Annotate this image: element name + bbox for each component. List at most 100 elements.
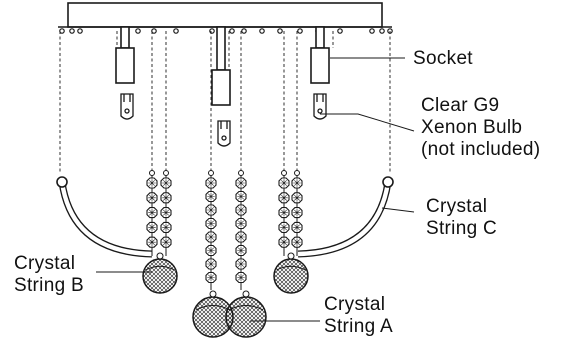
crystal-bead (278, 207, 290, 219)
canopy-hook (369, 28, 375, 34)
canopy-hook (259, 28, 265, 34)
ball-cap (209, 290, 217, 298)
crystal-bead (146, 207, 158, 219)
crystal-bead (146, 221, 158, 233)
ball-cap (156, 252, 164, 260)
crystal-ball-a-right (225, 290, 267, 338)
socket-group (115, 26, 330, 106)
g9-bulb (120, 93, 134, 120)
crystal-bead (205, 244, 217, 257)
crystal-bead (205, 177, 217, 189)
g9-bulb (313, 93, 327, 120)
crystal-arc-b (56, 176, 153, 258)
strand-hook (281, 170, 287, 176)
crystal-strand (235, 170, 247, 290)
socket (310, 47, 330, 84)
crystal-bead (235, 217, 247, 230)
canopy-hook (69, 28, 75, 34)
crystal-bead (235, 271, 247, 284)
crystal-bead (278, 192, 290, 204)
crystal-bead (291, 236, 303, 248)
crystal-bead (160, 192, 172, 204)
crystal-bead (205, 204, 217, 216)
crystal-bead (278, 236, 290, 248)
crystal-bead (146, 192, 158, 204)
crystal-bead (235, 231, 247, 243)
crystal-bead (205, 271, 217, 284)
strand-hook (238, 170, 244, 176)
strand-hook (149, 170, 155, 176)
crystal-bead (146, 177, 158, 189)
crystal-bead (160, 177, 172, 189)
canopy-hook (277, 28, 283, 34)
crystal-strand (205, 170, 217, 290)
string-c-leader (381, 207, 415, 213)
crystal-bead (160, 207, 172, 219)
crystal-bead (291, 221, 303, 233)
label-leader-lines (96, 57, 415, 322)
crystal-string-c-label: Crystal String C (426, 196, 498, 239)
canopy-hook (379, 28, 385, 34)
crystal-bead (235, 258, 247, 270)
crystal-bead (205, 217, 217, 230)
canopy-hook (135, 28, 141, 34)
crystal-bead (291, 207, 303, 219)
crystal-bead (160, 236, 172, 248)
crystal-ball-c (273, 252, 309, 294)
crystal-bead (235, 190, 247, 203)
crystal-ball-group (142, 252, 309, 338)
crystal-strand (160, 170, 172, 256)
crystal-bead (291, 177, 303, 189)
g9-bulb (217, 120, 231, 147)
ceiling-canopy (58, 2, 392, 28)
crystal-bead (291, 192, 303, 204)
socket-stem (315, 26, 325, 49)
crystal-bead (160, 221, 172, 233)
canopy-hook (229, 28, 235, 34)
crystal-string-b-label: Crystal String B (14, 253, 84, 296)
crystal-ball-b (142, 252, 178, 294)
canopy-hook (59, 28, 65, 34)
crystal-arc-c (297, 176, 394, 258)
g9-bulb-group (120, 93, 327, 147)
crystal-strand (146, 170, 158, 256)
crystal-bead (235, 204, 247, 216)
canopy-hook (241, 28, 247, 34)
crystal-bead (278, 177, 290, 189)
canopy-hook (77, 28, 83, 34)
crystal-bead (146, 236, 158, 248)
crystal-strand (278, 170, 290, 256)
canopy-hook (173, 28, 179, 34)
crystal-bead (278, 221, 290, 233)
crystal-arc-group (56, 176, 394, 258)
crystal-string-a-label: Crystal String A (324, 294, 393, 337)
crystal-bead (235, 244, 247, 257)
canopy-hook (209, 28, 215, 34)
crystal-strand (291, 170, 303, 256)
ball-cap (242, 290, 250, 298)
strand-hook (294, 170, 300, 176)
ball-cap (287, 252, 295, 260)
socket (211, 69, 231, 106)
assembly-guide-lines (59, 31, 391, 172)
bulb-leader (320, 113, 415, 132)
strand-hook (163, 170, 169, 176)
crystal-bead (235, 177, 247, 189)
socket-stem (216, 26, 226, 71)
crystal-strand-group (146, 170, 303, 290)
canopy-hook (337, 28, 343, 34)
canopy-hooks (59, 28, 393, 34)
bulb-label: Clear G9 Xenon Bulb (not included) (421, 95, 541, 160)
crystal-bead (205, 190, 217, 203)
arc-hook (56, 176, 68, 188)
crystal-bead (205, 258, 217, 270)
strand-hook (208, 170, 214, 176)
socket-stem (120, 26, 130, 49)
canopy-hook (297, 28, 303, 34)
crystal-bead (205, 231, 217, 243)
socket (115, 47, 135, 84)
arc-hook (382, 176, 394, 188)
socket-label: Socket (413, 48, 473, 69)
canopy-hook (151, 28, 157, 34)
